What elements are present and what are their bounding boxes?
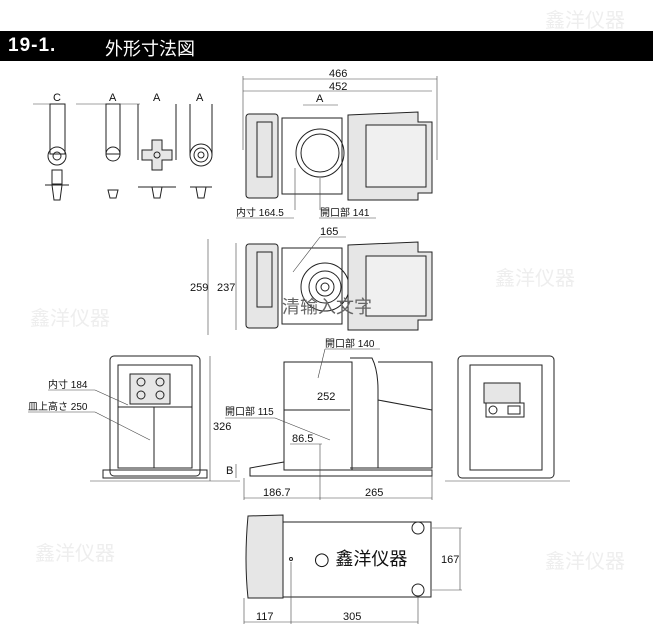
front-view: 326 内寸 184 皿上高さ 250 — [28, 355, 240, 482]
dimension-label: 237 — [217, 282, 235, 294]
dimension-label: 326 — [213, 421, 231, 433]
dimension-label: 165 — [320, 226, 338, 238]
dimension-label: 開口部 141 — [320, 206, 370, 219]
dimension-label: 265 — [365, 487, 383, 499]
side-view: 開口部 140 252 開口部 115 86.5 B 186.7 265 — [225, 337, 433, 500]
dimension-label: C — [53, 92, 61, 104]
dimension-label: 452 — [329, 81, 347, 93]
dimension-label: 466 — [329, 68, 347, 80]
rear-view — [445, 355, 570, 482]
pan-a2: A — [110, 92, 177, 199]
dimension-label: 開口部 140 — [325, 337, 375, 350]
overlay-text: 清输入文字 — [282, 297, 372, 318]
dimension-label: 皿上高さ 250 — [28, 400, 88, 413]
watermark: 鑫洋仪器 — [35, 541, 115, 565]
dimension-label: 167 — [441, 554, 459, 566]
bottom-view: ○ 鑫洋仪器 167 117 305 — [243, 514, 462, 624]
pan-a3: A — [189, 92, 213, 199]
dimension-label: 186.7 — [263, 487, 291, 499]
bottom-view-watermark: ○ 鑫洋仪器 — [314, 549, 407, 570]
dimension-label: A — [196, 92, 204, 104]
dimension-label: 259 — [190, 282, 208, 294]
dimension-label: 117 — [256, 611, 274, 623]
dimension-label: B — [226, 465, 233, 477]
dimension-label: A — [109, 92, 117, 104]
pan-a1: A — [76, 92, 121, 199]
watermark: 鑫洋仪器 — [545, 549, 625, 573]
dimension-label: 86.5 — [292, 433, 313, 445]
watermark: 鑫洋仪器 — [545, 8, 625, 32]
top-view-open: 259 237 165 清输入文字 — [190, 226, 433, 335]
dimension-label: A — [153, 92, 161, 104]
section-title: 外形寸法図 — [105, 39, 195, 60]
watermark: 鑫洋仪器 — [30, 306, 110, 330]
dimension-label: 開口部 115 — [225, 405, 274, 418]
section-number: 19-1. — [8, 35, 57, 56]
pan-c: C — [33, 92, 69, 201]
dimension-label: 252 — [317, 391, 335, 403]
watermark: 鑫洋仪器 — [495, 266, 575, 290]
dimension-label: 内寸 184 — [48, 378, 88, 391]
dimension-label: 305 — [343, 611, 361, 623]
dimension-label: 内寸 164.5 — [236, 206, 284, 219]
section-header: 19-1. 外形寸法図 — [0, 31, 653, 61]
dimension-label: A — [316, 93, 324, 105]
